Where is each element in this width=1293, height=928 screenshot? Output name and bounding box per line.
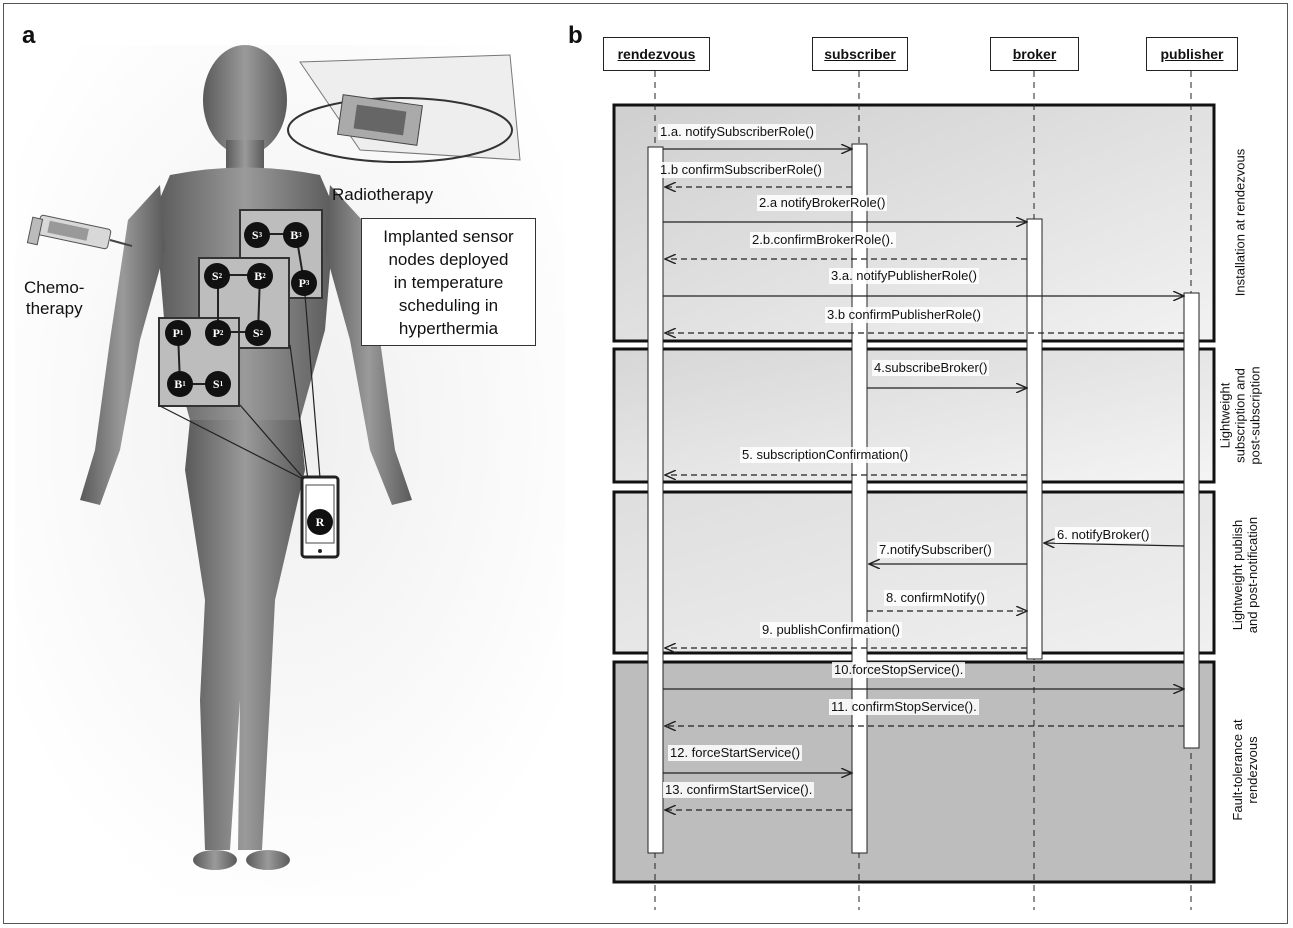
radiotherapy-machine [287,54,521,163]
phase-label-fault-tolerance: Fault-tolerance at rendezvous [1230,695,1260,845]
phase-box-installation [612,103,1216,343]
lifeline-header-publisher: publisher [1146,37,1238,71]
phase-label-subscription: Lightweight subscription and post-subscr… [1218,326,1263,506]
implant-caption-line-1: Implanted sensor [383,227,514,246]
message-label-9: 9. publishConfirmation() [760,622,903,638]
message-label-1a: 1.a. notifySubscriberRole() [658,124,816,140]
message-label-10: 10.forceStopService(). [832,662,966,678]
message-label-2a: 2.a notifyBrokerRole() [757,195,888,211]
message-label-3a: 3.a. notifyPublisherRole() [829,268,979,284]
phase-label-subscription-line-1: Lightweight [1217,382,1233,449]
activation-subscriber [851,143,868,854]
phase-label-publish-line-2: and post-notification [1245,516,1260,634]
message-label-2b: 2.b.confirmBrokerRole(). [750,232,896,248]
figure-frame [3,3,1288,924]
lifeline-header-subscriber: subscriber [812,37,908,71]
message-label-1b: 1.b confirmSubscriberRole() [658,162,824,178]
phase-label-fault-tolerance-line-1: Fault-tolerance at [1230,719,1245,821]
phase-label-subscription-line-3: post-subscription [1247,366,1263,465]
phase-label-installation: Installation at rendezvous [1233,123,1248,323]
message-label-8: 8. confirmNotify() [884,590,987,606]
phase-label-installation-line-1: Installation at rendezvous [1232,148,1248,297]
message-arrows [663,149,1184,810]
message-label-3b: 3.b confirmPublisherRole() [825,307,983,323]
implant-caption-box: Implanted sensor nodes deployed in tempe… [361,218,536,346]
implant-caption-line-4: scheduling in [398,296,499,315]
panel-a-letter: a [22,22,36,49]
chemotherapy-label: Chemo- therapy [24,277,84,320]
activation-broker [1026,218,1043,660]
phase-box-publish [612,490,1216,655]
message-label-4: 4.subscribeBroker() [872,360,990,376]
activation-rendezvous [647,146,664,854]
radiotherapy-label: Radiotherapy [332,185,434,204]
chemotherapy-label-line-2: therapy [25,299,83,319]
message-label-11: 11. confirmStopService(). [829,699,979,715]
phase-label-publish: Lightweight publish and post-notificatio… [1230,485,1260,665]
message-label-5: 5. subscriptionConfirmation() [740,447,911,463]
lifeline-header-broker: broker [990,37,1079,71]
arrow-6 [1044,543,1185,546]
panel-b-letter: b [568,22,583,49]
phase-box-subscription [612,347,1216,484]
phase-box-fault-tolerance [612,660,1216,884]
phase-label-fault-tolerance-line-2: rendezvous [1245,736,1260,804]
implant-caption-line-5: hyperthermia [398,319,499,338]
lifeline-header-rendezvous: rendezvous [603,37,710,71]
panel-a: a [0,0,580,928]
message-label-12: 12. forceStartService() [668,745,803,761]
phone-links [159,294,321,481]
message-label-6: 6. notifyBroker() [1055,527,1152,543]
chemotherapy-label-line-1: Chemo- [24,278,85,297]
phase-label-publish-line-1: Lightweight publish [1230,519,1245,631]
implant-caption-line-2: nodes deployed [388,250,509,269]
node-r: R [307,509,333,535]
message-label-7: 7.notifySubscriber() [877,542,994,558]
phase-label-subscription-line-2: subscription and [1232,368,1248,463]
message-label-13: 13. confirmStartService(). [663,782,815,798]
activation-publisher [1183,292,1200,749]
syringe [26,214,133,250]
implant-caption-line-3: in temperature [393,273,504,292]
